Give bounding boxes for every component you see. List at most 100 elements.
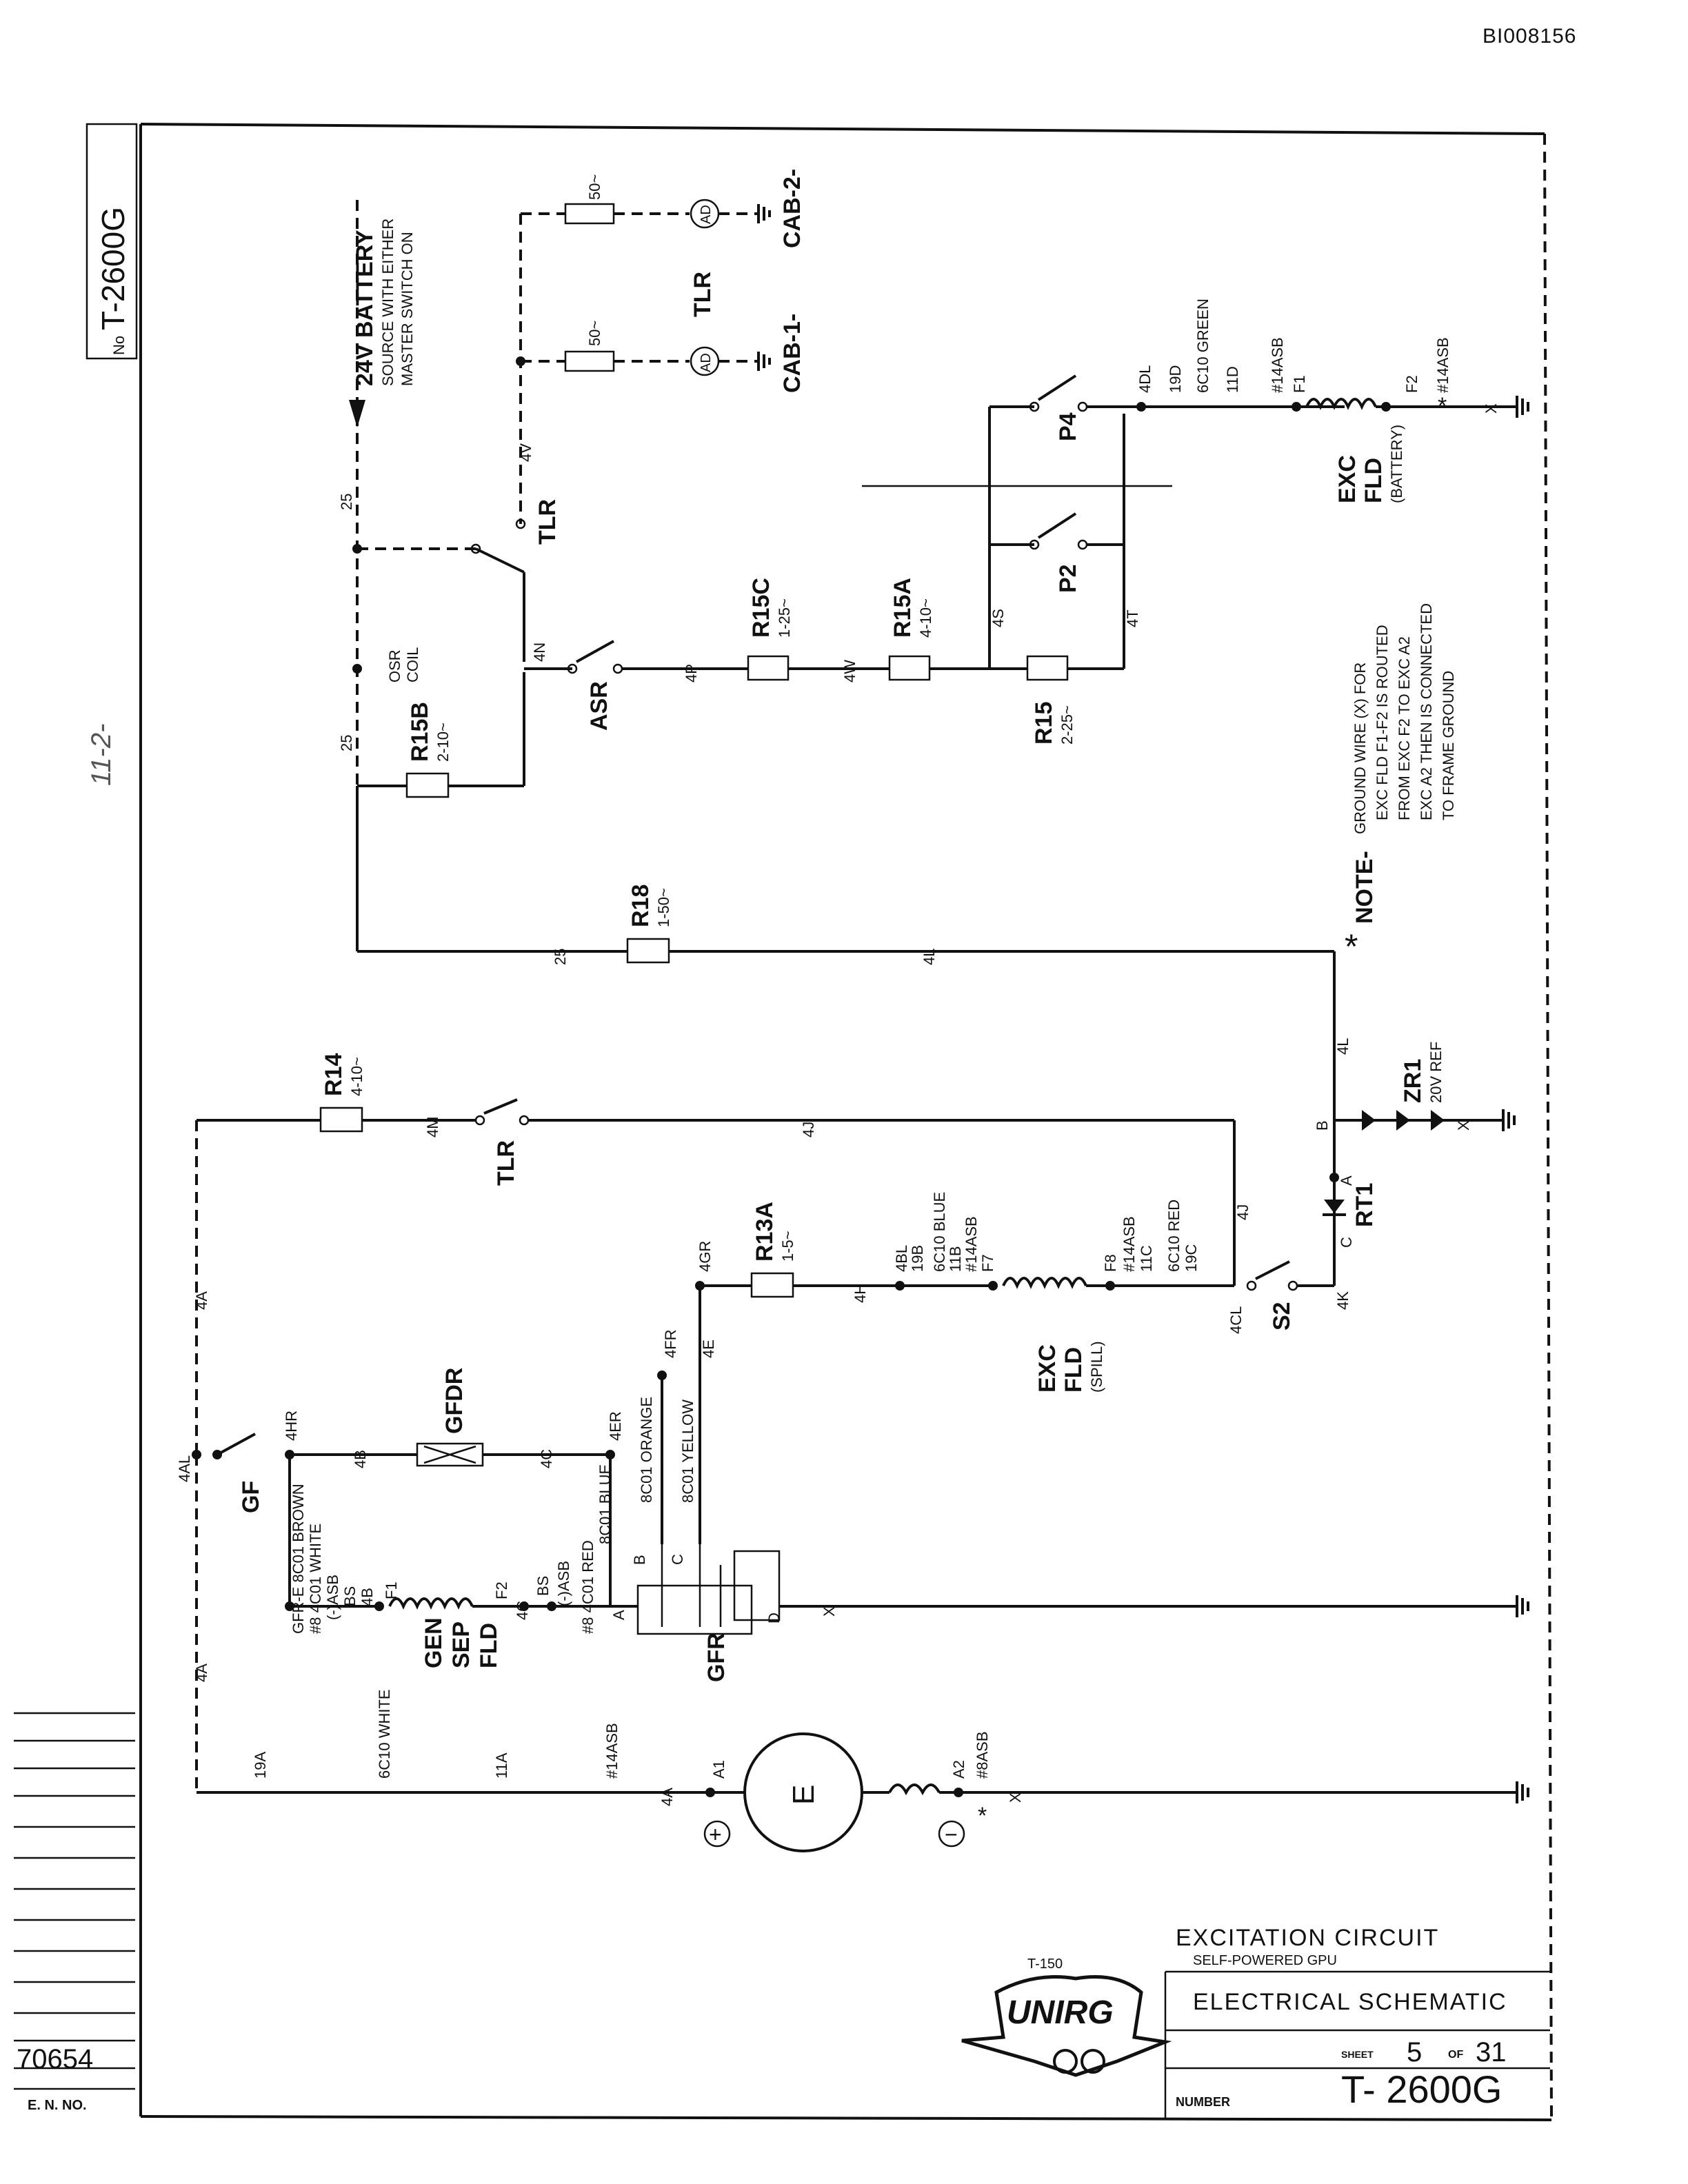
asr-blade — [576, 640, 614, 663]
svg-text:GFR: GFR — [703, 1632, 730, 1682]
svg-text:4W: 4W — [841, 660, 858, 682]
res50-top-label: 50~ — [586, 174, 603, 200]
wire-x4-label: X — [1007, 1792, 1024, 1803]
junction-osr — [352, 664, 362, 674]
wire-8c01or-label: 8C01 ORANGE — [638, 1397, 655, 1503]
svg-text:CAB-2-: CAB-2- — [779, 169, 805, 248]
svg-text:11D: 11D — [1224, 366, 1241, 393]
svg-text:50~: 50~ — [586, 321, 603, 346]
svg-text:B: B — [631, 1555, 648, 1565]
wire-14asb-d-label: #14ASB — [1121, 1216, 1138, 1272]
wire-4t-label: 4T — [1124, 609, 1141, 627]
subtitle-text: SELF-POWERED GPU — [1193, 1953, 1337, 1968]
svg-text:C: C — [1338, 1237, 1355, 1248]
svg-text:A: A — [1338, 1175, 1355, 1186]
junction-f2b — [519, 1601, 529, 1611]
svg-text:#8ASB: #8ASB — [974, 1732, 991, 1779]
wire-6c10r-label: 6C10 RED — [1165, 1200, 1183, 1272]
svg-text:4CL: 4CL — [1227, 1306, 1245, 1334]
wire-brown-label: GFR-E 8C01 BROWN — [290, 1484, 307, 1634]
svg-text:EXC: EXC — [1334, 455, 1360, 503]
resistor-50-bottom — [564, 350, 615, 372]
svg-text:19D: 19D — [1167, 365, 1184, 393]
zr1-diode-1 — [1362, 1110, 1376, 1131]
gf-label: GF — [238, 1481, 264, 1513]
svg-text:EXC FLD F1-F2 IS ROUTED: EXC FLD F1-F2 IS ROUTED — [1374, 625, 1391, 820]
p2-contact-b — [1077, 539, 1088, 550]
svg-text:4-10~: 4-10~ — [348, 1057, 365, 1096]
ad-label-top: AD — [699, 205, 714, 224]
wire-14asb-c-label: #14ASB — [963, 1216, 980, 1272]
junction-f8 — [1105, 1281, 1115, 1291]
resistor-50-top — [564, 203, 615, 225]
svg-text:E: E — [787, 1785, 821, 1805]
wire-bs1-label: BS — [341, 1586, 359, 1606]
gfr-label: GFR — [703, 1632, 730, 1682]
battery-source: 24V BATTERY SOURCE WITH EITHER MASTER SW… — [349, 200, 416, 786]
wire-11b-label: 11B — [947, 1246, 964, 1272]
svg-text:#14ASB: #14ASB — [1434, 337, 1451, 393]
gfr-coil-box — [733, 1550, 781, 1621]
wire-c-label: C — [1338, 1237, 1355, 1248]
wire-f1-label: F1 — [1291, 375, 1308, 393]
svg-text:4E: 4E — [700, 1339, 717, 1358]
tlr-lamp-label: TLR — [690, 272, 716, 317]
wire-f1b-label: F1 — [383, 1581, 400, 1599]
wire-4e-label: 4E — [700, 1339, 717, 1358]
svg-text:11A: 11A — [493, 1752, 510, 1779]
wire-x1-label: X — [1483, 403, 1500, 414]
ground-battery-fld — [1516, 396, 1529, 418]
wire-4s-label: 4S — [989, 609, 1007, 627]
svg-text:F1: F1 — [383, 1581, 400, 1599]
wire-11d-label: 11D — [1224, 366, 1241, 393]
wire-4gr-label: 4GR — [696, 1241, 714, 1272]
junction-f7 — [988, 1281, 998, 1291]
asterisk-note: * — [1345, 927, 1358, 966]
junction-a2 — [954, 1788, 963, 1797]
p4-contact-b — [1077, 401, 1088, 412]
number-value: T- 2600G — [1341, 2067, 1502, 2111]
wire-f8-label: F8 — [1102, 1254, 1119, 1272]
number-label: NUMBER — [1176, 2095, 1230, 2109]
svg-text:TO FRAME GROUND: TO FRAME GROUND — [1440, 671, 1457, 820]
border-right — [1543, 133, 1553, 2121]
wire-6c10g-label: 6C10 GREEN — [1194, 299, 1212, 393]
tlr-contact-b — [470, 543, 481, 554]
schematic-text: ELECTRICAL SCHEMATIC — [1193, 1989, 1507, 2015]
svg-text:#14ASB: #14ASB — [603, 1723, 621, 1779]
resistor-r14 — [319, 1106, 363, 1133]
svg-text:A: A — [610, 1610, 627, 1620]
junction-f2 — [1381, 402, 1391, 412]
svg-text:(-)ASB: (-)ASB — [555, 1561, 572, 1606]
svg-text:NOTE-: NOTE- — [1352, 851, 1378, 924]
wire-11c-label: 11C — [1138, 1245, 1155, 1272]
wire-c2-label: C — [669, 1554, 686, 1565]
junction-4v — [516, 356, 525, 366]
svg-text:T-2600G: T-2600G — [95, 207, 131, 330]
svg-text:2-10~: 2-10~ — [434, 722, 452, 762]
svg-text:1-50~: 1-50~ — [655, 888, 672, 927]
svg-text:4P: 4P — [683, 664, 700, 682]
of-label: OF — [1448, 2049, 1463, 2061]
wire-4m-label: 4M — [424, 1116, 441, 1138]
wire-4k-label: 4K — [1334, 1291, 1352, 1310]
svg-text:GROUND WIRE (X) FOR: GROUND WIRE (X) FOR — [1352, 663, 1369, 834]
wire-4b-label: 4B — [352, 1450, 369, 1468]
wire-f7-label: F7 — [979, 1254, 996, 1272]
wire-4c01r-label: #8 4C01 RED — [579, 1540, 596, 1634]
svg-text:P4: P4 — [1055, 412, 1081, 441]
tlr-lower-contact-b — [519, 1115, 530, 1126]
svg-text:MASTER SWITCH ON: MASTER SWITCH ON — [399, 232, 416, 386]
svg-text:P2: P2 — [1055, 564, 1081, 593]
wire-11a-label: 11A — [493, 1752, 510, 1779]
svg-text:50~: 50~ — [586, 174, 603, 200]
svg-text:EXC A2 THEN IS CONNECTED: EXC A2 THEN IS CONNECTED — [1418, 603, 1435, 820]
resistor-r15 — [1026, 655, 1069, 681]
p2-blade — [1037, 512, 1077, 539]
svg-text:2-25~: 2-25~ — [1058, 705, 1076, 745]
svg-text:ASR: ASR — [586, 681, 612, 731]
cab1-label: CAB-1- — [779, 314, 805, 393]
